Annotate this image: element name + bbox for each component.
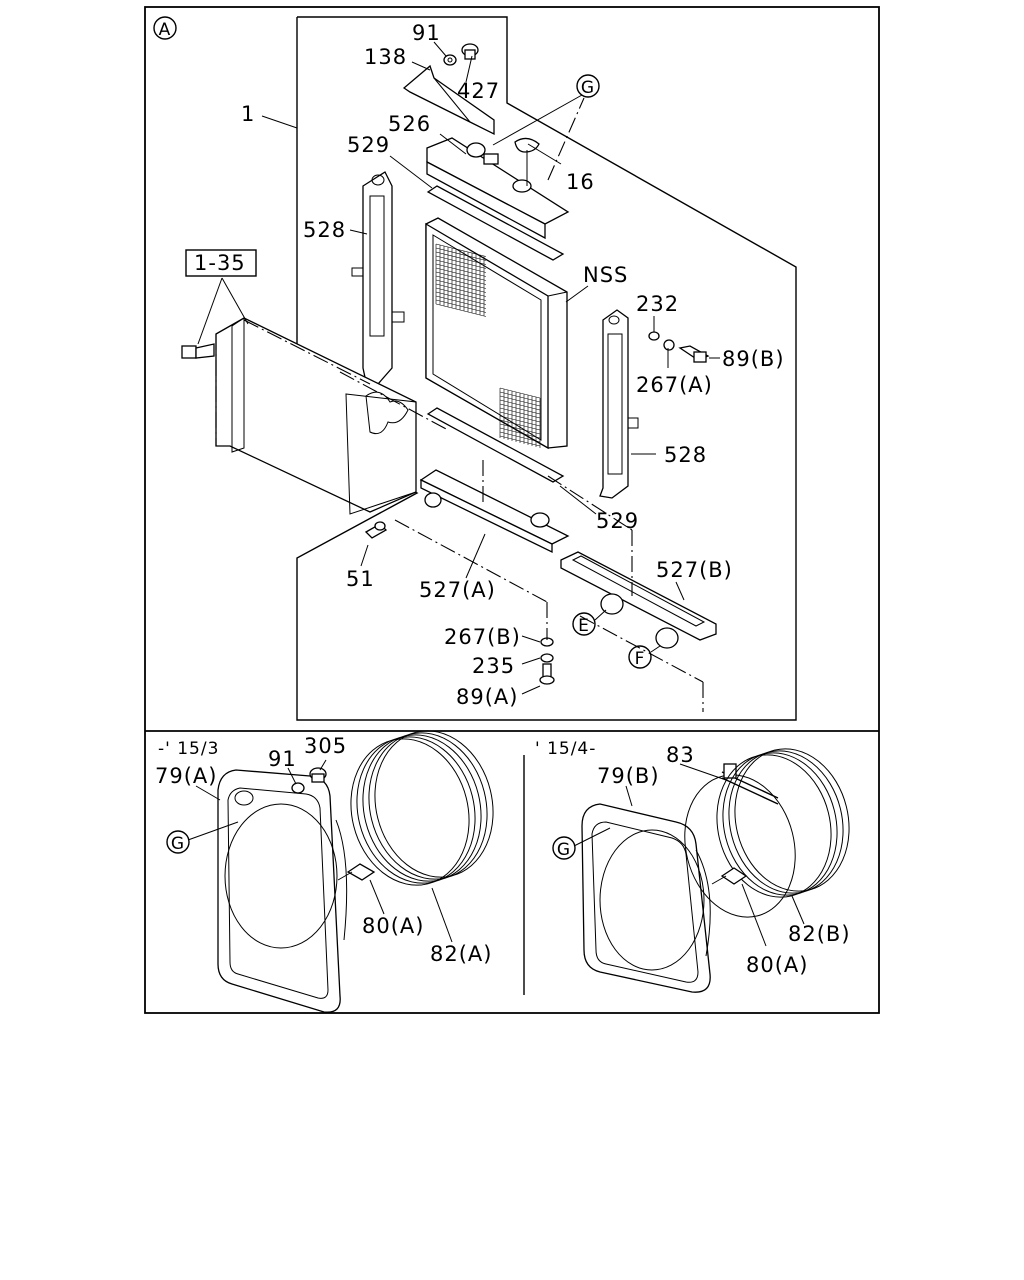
callout-527b: 527(B)	[656, 558, 733, 582]
marker-e: E	[572, 612, 596, 636]
callout-232: 232	[636, 292, 679, 316]
callout-89b: 89(B)	[722, 347, 785, 371]
condenser-1-35	[215, 317, 417, 515]
callout-427: 427	[457, 79, 500, 103]
upper-tank-526	[426, 137, 570, 240]
callout-82a: 82(A)	[430, 942, 492, 966]
serial-range-right: ' 15/4-	[535, 739, 596, 759]
svg-text:G: G	[171, 834, 185, 854]
callout-89a: 89(A)	[456, 685, 518, 709]
side-bracket-528-left	[351, 171, 405, 385]
fan-ring-82b	[716, 748, 850, 898]
marker-g-lower-left: G	[166, 830, 190, 854]
view-marker-a: A	[153, 16, 177, 40]
callout-16: 16	[566, 170, 595, 194]
fan-shroud-79a	[217, 769, 348, 1013]
marker-g-upper: G	[576, 74, 600, 98]
washer-267a	[663, 339, 675, 351]
drain-cock-51	[364, 521, 388, 539]
callout-138: 138	[364, 45, 407, 69]
callout-nss: NSS	[583, 263, 628, 287]
seal-529-lower	[426, 407, 565, 483]
callout-235: 235	[472, 654, 515, 678]
callout-79a: 79(A)	[155, 764, 217, 788]
svg-text:F: F	[635, 649, 646, 669]
lower-right-leaders	[573, 763, 805, 947]
callout-91-lower: 91	[268, 747, 297, 771]
bracket-138	[402, 64, 495, 136]
washer-235	[540, 653, 554, 663]
bolt-80a-left	[337, 863, 376, 881]
serial-range-left: -' 15/3	[158, 739, 219, 759]
bracket-527b	[560, 551, 717, 649]
bolt-305	[309, 767, 327, 783]
fan-ring-83	[684, 774, 796, 918]
seal-529-upper	[426, 185, 565, 261]
callout-1-35-box: 1-35	[185, 249, 257, 277]
svg-text:G: G	[581, 78, 595, 98]
radiator-cap-16	[514, 137, 540, 186]
callout-528-left: 528	[303, 218, 346, 242]
callout-83: 83	[666, 743, 695, 767]
callout-305: 305	[304, 734, 347, 758]
upper-leader-lines	[197, 41, 720, 695]
washer-91	[443, 54, 457, 66]
lower-left-leaders	[187, 759, 453, 943]
core-fin-hatching	[435, 243, 541, 448]
nut-232	[648, 331, 660, 341]
upper-centerlines	[215, 97, 704, 712]
callout-51: 51	[346, 567, 375, 591]
callout-526: 526	[388, 112, 431, 136]
lower-tank-527a	[419, 469, 570, 554]
callout-529-lower: 529	[596, 509, 639, 533]
fan-shroud-79b	[581, 803, 711, 993]
bolt-1-35	[181, 343, 215, 359]
fan-ring-82a	[350, 730, 494, 886]
callout-91: 91	[412, 21, 441, 45]
callout-79b: 79(B)	[597, 764, 660, 788]
bolt-427	[461, 43, 479, 60]
callout-527a: 527(A)	[419, 578, 496, 602]
callout-267b: 267(B)	[444, 625, 521, 649]
callout-1-35: 1-35	[194, 251, 246, 275]
marker-f: F	[628, 645, 652, 669]
callout-528-right: 528	[664, 443, 707, 467]
side-bracket-528-right	[599, 309, 639, 499]
bolt-89b	[678, 345, 710, 363]
callout-1: 1	[241, 102, 255, 126]
svg-text:E: E	[578, 616, 590, 636]
callout-529-upper: 529	[347, 133, 390, 157]
callout-80a-left: 80(A)	[362, 914, 424, 938]
callout-267a: 267(A)	[636, 373, 713, 397]
svg-text:G: G	[557, 840, 571, 860]
radiator-core-nss	[425, 217, 568, 450]
bolt-89a	[539, 663, 555, 685]
clamp-bolt	[721, 763, 779, 805]
callout-82b: 82(B)	[788, 922, 851, 946]
washer-91-lower	[291, 782, 305, 794]
svg-text:A: A	[159, 20, 172, 40]
bolt-80a-right	[711, 867, 748, 885]
callout-80a-right: 80(A)	[746, 953, 808, 977]
diagram-frame	[144, 6, 880, 1014]
marker-g-lower-right: G	[552, 836, 576, 860]
